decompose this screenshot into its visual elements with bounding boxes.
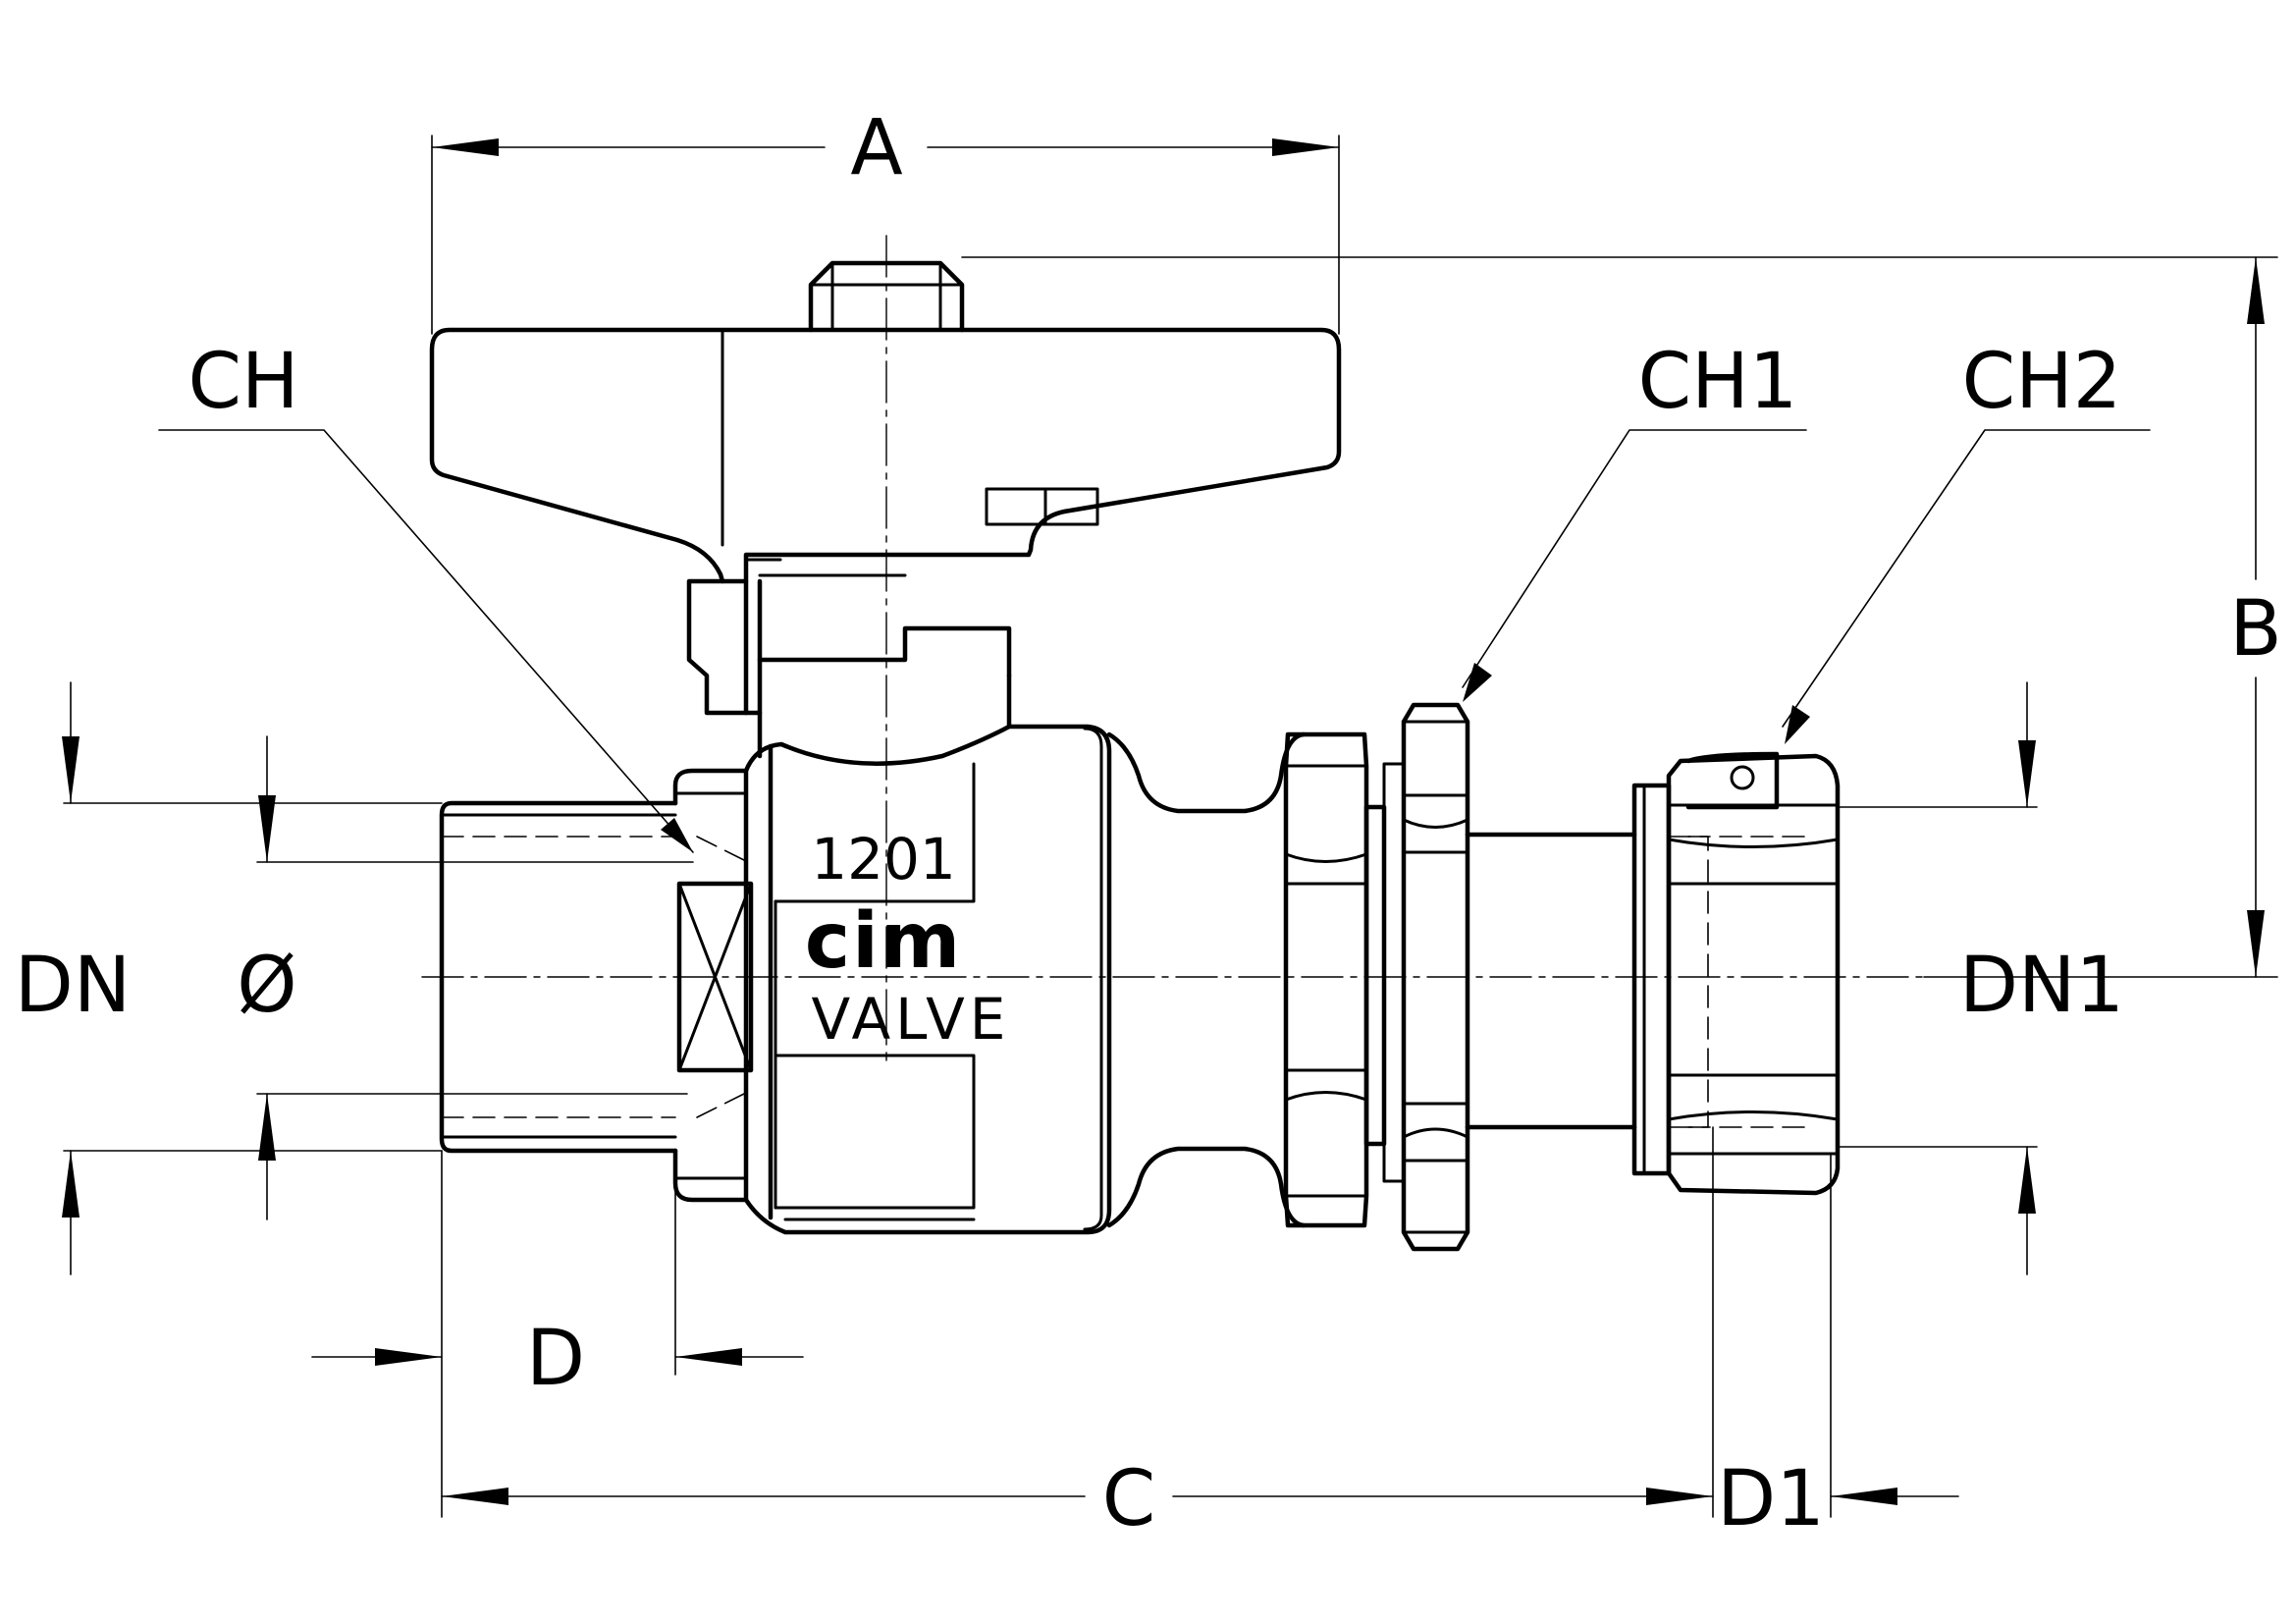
dimension-lines <box>63 135 2278 1518</box>
center-lines <box>421 235 1925 1061</box>
compression-nut <box>1631 751 1841 1196</box>
brand-logo-text: cim <box>805 897 962 986</box>
label-ch1: CH1 <box>1638 338 1798 426</box>
butterfly-handle <box>429 260 1342 584</box>
label-c: C <box>1102 1455 1155 1543</box>
label-d1: D1 <box>1717 1455 1825 1543</box>
label-a: A <box>850 104 902 192</box>
flow-direction-triangles-icon <box>676 881 754 1073</box>
label-b: B <box>2229 585 2282 674</box>
valve-body: 1201 cim VALVE <box>743 724 1112 1235</box>
label-d: D <box>526 1315 585 1403</box>
dimension-labels: A B C D D1 DN DN1 Ø CH CH1 CH2 <box>15 104 2282 1543</box>
label-dn1: DN1 <box>1959 942 2124 1030</box>
label-phi: Ø <box>237 942 296 1030</box>
union-connector <box>1106 702 1637 1252</box>
valve-stem <box>686 558 1012 759</box>
label-dn: DN <box>15 942 131 1030</box>
wrench-flats <box>672 768 754 1203</box>
label-ch2: CH2 <box>1962 338 2122 426</box>
valve-word-text: VALVE <box>812 986 1011 1053</box>
label-ch: CH <box>187 338 298 426</box>
male-thread-end <box>439 800 678 1154</box>
model-number-text: 1201 <box>811 826 956 893</box>
arrowheads <box>62 138 2265 1505</box>
